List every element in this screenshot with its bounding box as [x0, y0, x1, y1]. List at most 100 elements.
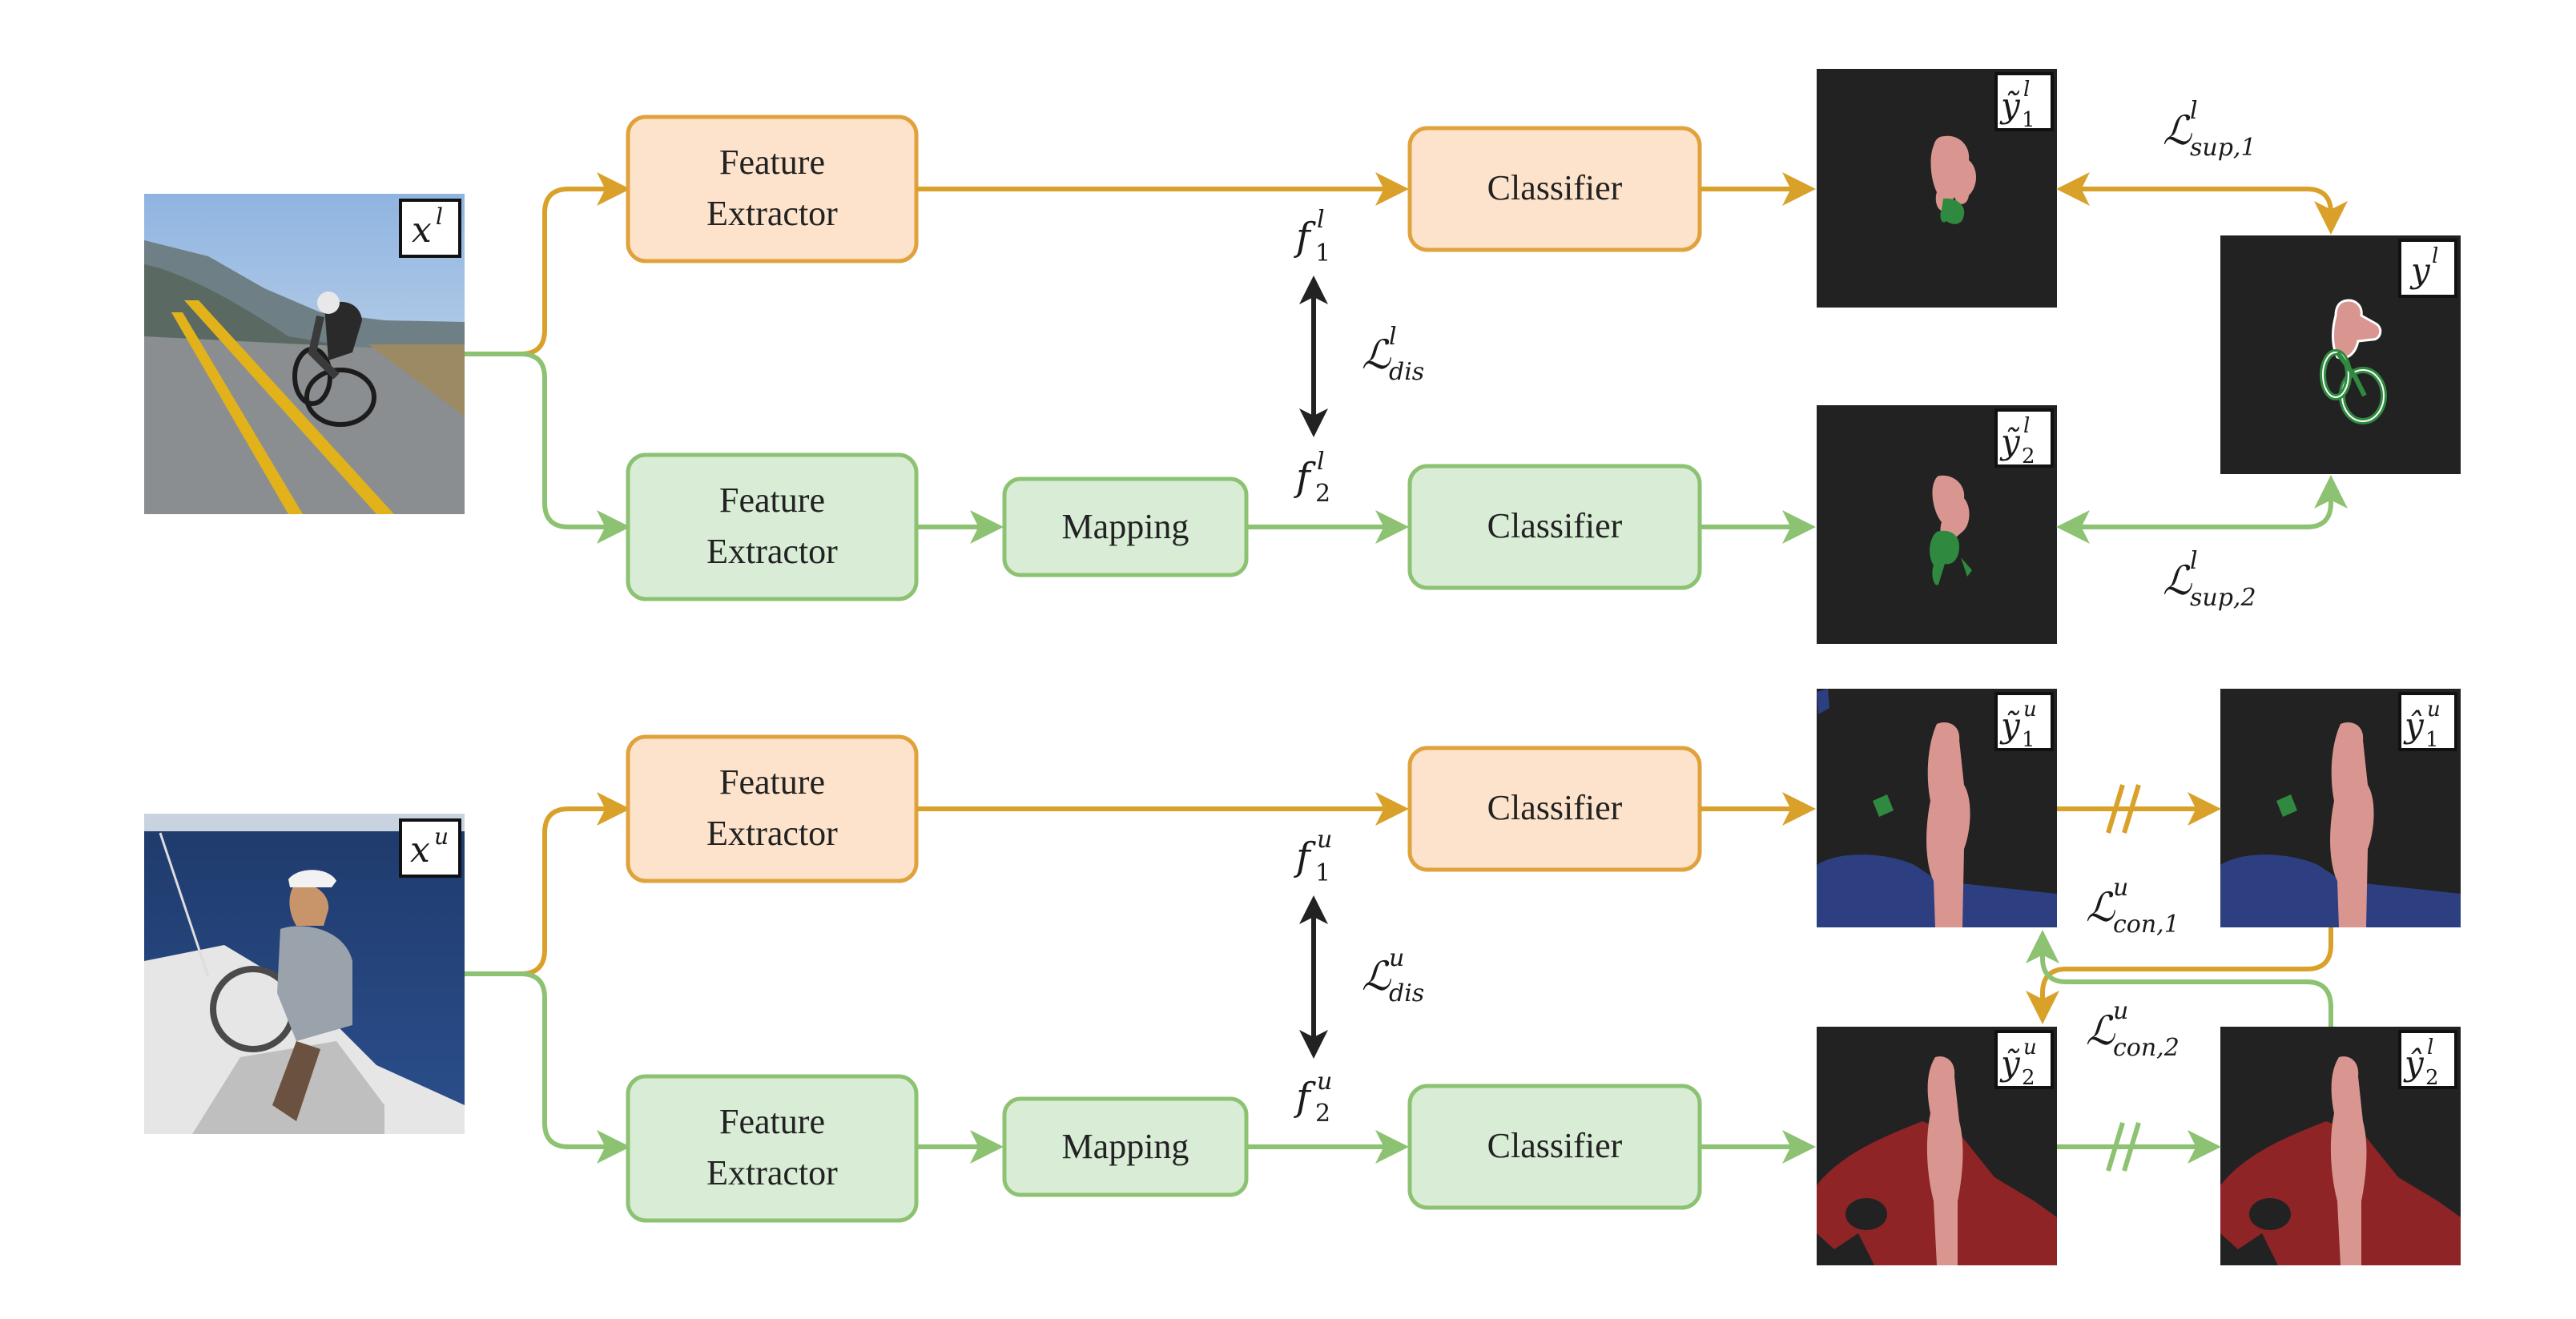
svg-text:l: l — [2432, 244, 2438, 268]
label-f1u: f u 1 — [1294, 826, 1332, 887]
mapping-unlabeled: Mapping — [1002, 1096, 1249, 1197]
label-f2l: f l 2 — [1294, 448, 1330, 508]
svg-text:2: 2 — [1315, 1100, 1330, 1128]
feature-extractor-2-labeled: Feature Extractor — [626, 452, 919, 601]
pseudo-label-y1-unlabeled: ŷ u 1 — [2220, 689, 2461, 927]
svg-text:dis: dis — [1389, 979, 1424, 1007]
svg-text:sup,2: sup,2 — [2190, 584, 2256, 612]
feature-extractor-2-unlabeled: Feature Extractor — [626, 1074, 919, 1223]
arrow-xl-to-fe2 — [465, 352, 630, 544]
svg-text:l: l — [2427, 1035, 2433, 1060]
feature-extractor-1-unlabeled: Feature Extractor — [626, 734, 919, 883]
ground-truth-yl: y l — [2220, 235, 2461, 474]
classifier-2-labeled: Classifier — [1407, 464, 1702, 590]
label-xl: x l — [399, 199, 461, 258]
svg-text:con,1: con,1 — [2113, 911, 2180, 939]
classifier-2-unlabeled: Classifier — [1407, 1084, 1702, 1210]
label-lcon2: ℒ u con,2 — [2086, 997, 2180, 1062]
arrow-con-orange — [2026, 927, 2333, 1024]
svg-text:1: 1 — [1315, 239, 1330, 267]
classifier-1-unlabeled: Classifier — [1407, 746, 1702, 872]
label-xu: x u — [399, 818, 461, 878]
svg-text:ŷ: ŷ — [2403, 1044, 2425, 1083]
arrow-xu-to-fe2 — [465, 971, 630, 1164]
cls2-label: Classifier — [1487, 506, 1623, 545]
svg-text:u: u — [1317, 826, 1332, 854]
classifier-1-labeled: Classifier — [1407, 126, 1702, 252]
svg-text:u: u — [2023, 698, 2037, 722]
svg-text:f: f — [1294, 215, 1316, 259]
svg-text:Extractor: Extractor — [706, 814, 838, 853]
mapping-labeled: Mapping — [1002, 477, 1249, 577]
xl-base: x — [412, 210, 432, 251]
arrow-xl-to-fe1 — [465, 172, 630, 356]
svg-text:ŷ: ŷ — [2403, 706, 2425, 745]
svg-text:u: u — [2113, 874, 2128, 902]
svg-text:f: f — [1294, 834, 1316, 879]
svg-text:l: l — [1317, 448, 1325, 476]
svg-text:u: u — [434, 823, 449, 850]
fe1-line2: Extractor — [706, 194, 838, 233]
svg-text:u: u — [2113, 997, 2128, 1025]
svg-text:dis: dis — [1389, 358, 1424, 386]
svg-text:u: u — [1317, 1068, 1332, 1096]
prediction-y1-unlabeled: ỹ u 1 — [1817, 689, 2057, 927]
map1-label: Mapping — [1062, 507, 1189, 546]
svg-text:Mapping: Mapping — [1062, 1127, 1189, 1166]
svg-text:Classifier: Classifier — [1487, 788, 1623, 827]
label-f2u: f u 2 — [1294, 1068, 1332, 1128]
svg-text:l: l — [2023, 414, 2030, 438]
svg-text:ỹ: ỹ — [1999, 1044, 2021, 1083]
svg-text:ỹ: ỹ — [1999, 86, 2021, 125]
svg-text:x: x — [410, 830, 430, 871]
svg-text:l: l — [2190, 547, 2198, 575]
arrow-con-green — [2026, 930, 2333, 1027]
feature-extractor-1-labeled: Feature Extractor — [626, 115, 919, 263]
svg-text:ỹ: ỹ — [1999, 706, 2021, 745]
cls1-label: Classifier — [1487, 168, 1623, 207]
svg-text:1: 1 — [2022, 728, 2035, 752]
svg-text:l: l — [1317, 206, 1325, 234]
svg-text:l: l — [2023, 78, 2030, 102]
svg-text:Classifier: Classifier — [1487, 1126, 1623, 1165]
svg-text:2: 2 — [2022, 444, 2035, 468]
svg-text:Feature: Feature — [719, 762, 825, 802]
input-image-unlabeled — [144, 814, 465, 1134]
svg-text:l: l — [1389, 323, 1397, 351]
xl-sup: l — [436, 203, 443, 230]
svg-text:1: 1 — [1315, 859, 1330, 887]
fe2-line2: Extractor — [706, 532, 838, 571]
label-lsup2: ℒ l sup,2 — [2163, 547, 2256, 612]
svg-text:u: u — [2427, 698, 2441, 722]
prediction-y2-unlabeled: ỹ u 2 — [1817, 1027, 2057, 1265]
svg-text:Feature: Feature — [719, 1102, 825, 1141]
svg-text:1: 1 — [2425, 728, 2439, 752]
arrow-xu-to-fe1 — [465, 792, 630, 976]
svg-text:2: 2 — [1315, 480, 1330, 508]
svg-text:y: y — [2409, 251, 2431, 290]
svg-text:Extractor: Extractor — [706, 1153, 838, 1192]
label-lcon1: ℒ u con,1 — [2086, 874, 2180, 939]
svg-text:2: 2 — [2425, 1066, 2439, 1090]
svg-text:ỹ: ỹ — [1999, 422, 2021, 461]
prediction-y2-labeled: ỹ l 2 — [1817, 405, 2057, 644]
svg-text:l: l — [2190, 97, 2198, 125]
svg-text:sup,1: sup,1 — [2190, 134, 2256, 162]
svg-text:u: u — [2023, 1035, 2037, 1060]
svg-text:ℒ: ℒ — [2086, 884, 2115, 931]
stop-gradient-mark-orange — [2106, 784, 2141, 834]
svg-text:ℒ: ℒ — [1362, 332, 1391, 378]
fe2-line1: Feature — [719, 481, 825, 520]
svg-text:f: f — [1294, 455, 1316, 500]
label-ldis-u: ℒ u dis — [1362, 944, 1424, 1007]
svg-text:1: 1 — [2022, 108, 2035, 132]
label-ldis-l: ℒ l dis — [1362, 323, 1424, 386]
svg-text:con,2: con,2 — [2113, 1034, 2180, 1062]
stop-gradient-mark-green — [2106, 1122, 2141, 1172]
prediction-y1-labeled: ỹ l 1 — [1817, 69, 2057, 308]
svg-text:ℒ: ℒ — [2163, 107, 2192, 154]
arrow-sup1 — [2056, 172, 2348, 235]
arrow-sup2 — [2056, 475, 2348, 544]
svg-text:ℒ: ℒ — [2086, 1007, 2115, 1054]
